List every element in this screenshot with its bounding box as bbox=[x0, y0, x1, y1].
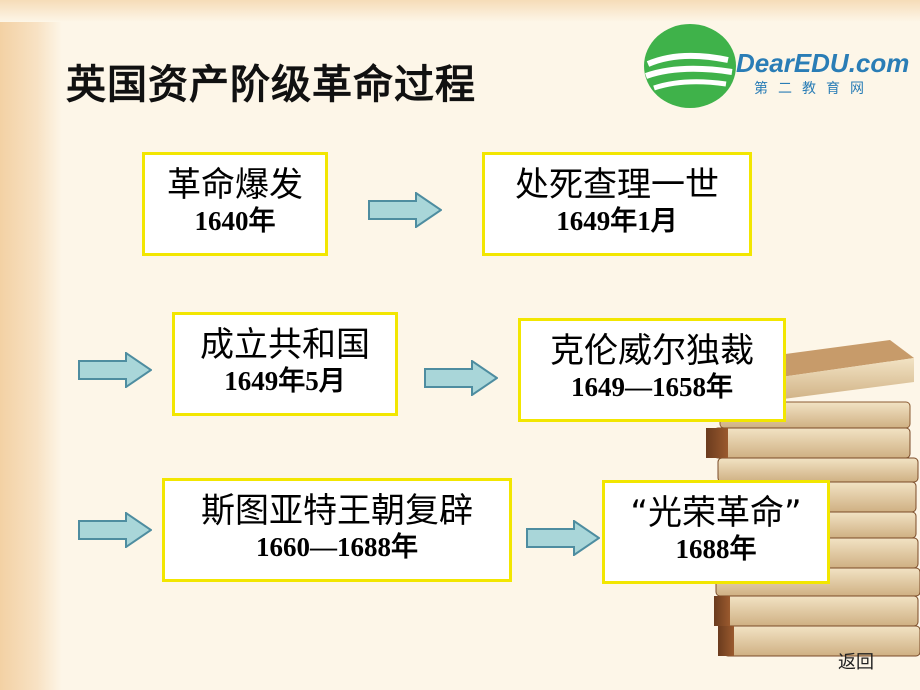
background-top-edge bbox=[0, 0, 920, 22]
event-box-execution-charles-i: 处死查理一世 1649年1月 bbox=[482, 152, 752, 256]
dearedu-logo: DearEDU.com 第二教育网 bbox=[640, 20, 912, 112]
right-arrow-icon bbox=[424, 360, 498, 396]
background-left-edge bbox=[0, 0, 62, 690]
logo-brand-text: DearEDU.com bbox=[736, 48, 910, 78]
logo-subtitle: 第二教育网 bbox=[754, 81, 874, 97]
event-title: “光荣革命” bbox=[630, 493, 802, 533]
event-box-cromwell-dictatorship: 克伦威尔独裁 1649—1658年 bbox=[518, 318, 786, 422]
right-arrow-icon bbox=[78, 512, 152, 548]
event-date: 1640年 bbox=[194, 206, 276, 236]
event-date: 1660—1688年 bbox=[256, 532, 418, 562]
event-title: 革命爆发 bbox=[167, 165, 303, 205]
right-arrow-icon bbox=[526, 520, 600, 556]
back-link[interactable]: 返回 bbox=[838, 652, 874, 672]
slide-title: 英国资产阶级革命过程 bbox=[66, 62, 476, 108]
event-box-revolution-outbreak: 革命爆发 1640年 bbox=[142, 152, 328, 256]
event-date: 1688年 bbox=[675, 534, 757, 564]
event-title: 成立共和国 bbox=[200, 325, 370, 365]
event-box-republic-established: 成立共和国 1649年5月 bbox=[172, 312, 398, 416]
event-box-stuart-restoration: 斯图亚特王朝复辟 1660—1688年 bbox=[162, 478, 512, 582]
event-date: 1649年5月 bbox=[224, 366, 346, 396]
right-arrow-icon bbox=[368, 192, 442, 228]
event-date: 1649—1658年 bbox=[571, 372, 733, 402]
event-title: 处死查理一世 bbox=[515, 165, 719, 205]
event-date: 1649年1月 bbox=[556, 206, 678, 236]
right-arrow-icon bbox=[78, 352, 152, 388]
logo-globe-icon bbox=[644, 24, 736, 108]
event-title: 克伦威尔独裁 bbox=[550, 331, 754, 371]
event-title: 斯图亚特王朝复辟 bbox=[201, 491, 473, 531]
event-box-glorious-revolution: “光荣革命” 1688年 bbox=[602, 480, 830, 584]
